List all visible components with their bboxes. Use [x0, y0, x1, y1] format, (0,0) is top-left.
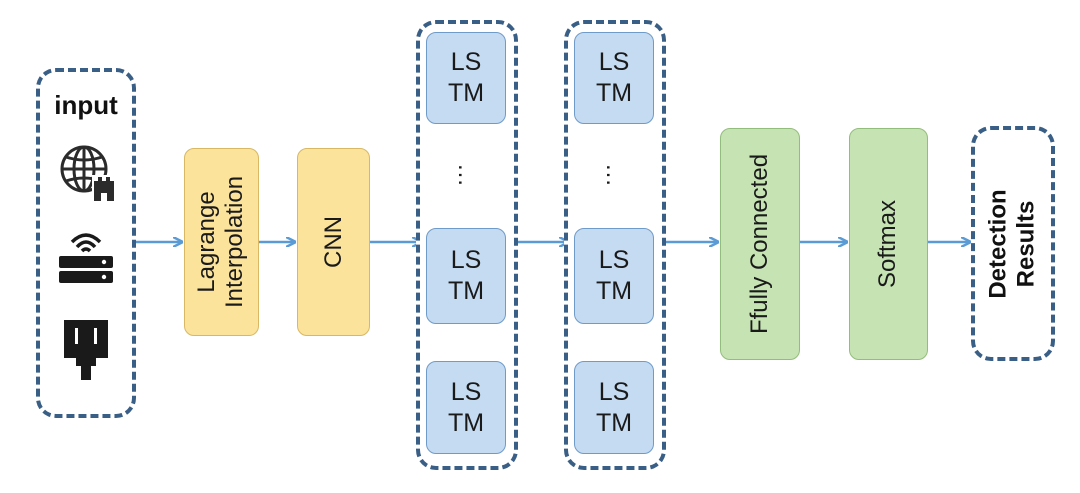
- lagrange-label-line2: Interpolation: [221, 175, 249, 309]
- ellipsis-2: …: [601, 163, 628, 189]
- fully-connected-node: Ffully Connected: [720, 128, 800, 360]
- lstm-2-top: LS TM: [574, 32, 654, 124]
- lstm-label: TM: [595, 79, 633, 107]
- ethernet-port-icon: [64, 320, 108, 380]
- lstm-1-top: LS TM: [426, 32, 506, 124]
- lagrange-interpolation-node: Lagrange Interpolation: [184, 148, 259, 336]
- lstm-label: LS: [450, 377, 482, 406]
- cnn-node: CNN: [297, 148, 370, 336]
- softmax-node: Softmax: [849, 128, 928, 360]
- input-title: input: [54, 90, 118, 120]
- lstm-2-middle: LS TM: [574, 228, 654, 324]
- detection-label-line1: Detection: [985, 188, 1013, 299]
- lstm-label: TM: [595, 408, 633, 437]
- fully-connected-label: Ffully Connected: [746, 153, 773, 335]
- lstm-label: LS: [598, 377, 630, 406]
- wireless-server-icon: [59, 233, 113, 283]
- lstm-label: LS: [598, 48, 630, 76]
- cnn-label: CNN: [319, 216, 347, 268]
- lstm-1-middle: LS TM: [426, 228, 506, 324]
- detection-results-box: Detection Results: [971, 126, 1055, 361]
- detection-label-line2: Results: [1013, 200, 1041, 287]
- lstm-label: TM: [447, 408, 485, 437]
- lstm-label: LS: [450, 246, 482, 274]
- lstm-label: LS: [450, 48, 482, 76]
- lagrange-label-line1: Lagrange: [193, 191, 221, 293]
- globe-castle-icon: [60, 145, 116, 201]
- softmax-label: Softmax: [874, 199, 902, 289]
- lstm-label: TM: [595, 277, 633, 305]
- lstm-label: LS: [598, 246, 630, 274]
- lstm-label: TM: [447, 277, 485, 305]
- lstm-label: TM: [447, 79, 485, 107]
- ellipsis-1: …: [453, 163, 480, 189]
